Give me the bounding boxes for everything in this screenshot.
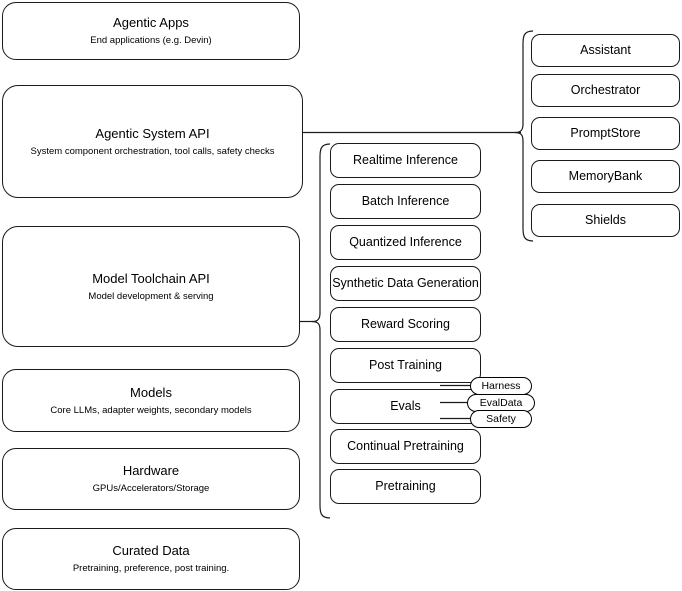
toolchain-item-post-training[interactable]: Post Training: [330, 348, 481, 383]
layer-title: Hardware: [122, 463, 180, 478]
agentic-item-memorybank[interactable]: MemoryBank: [531, 160, 680, 193]
toolchain-item-continual-pretraining[interactable]: Continual Pretraining: [330, 429, 481, 464]
toolchain-item-quantized-inference[interactable]: Quantized Inference: [330, 225, 481, 260]
layer-title: Agentic System API: [95, 125, 210, 141]
item-label: Realtime Inference: [353, 153, 458, 167]
layer-title: Curated Data: [112, 543, 190, 558]
layer-subtitle: System component orchestration, tool cal…: [30, 145, 275, 157]
item-label: Quantized Inference: [349, 235, 462, 249]
layer-box-agentic-apps[interactable]: Agentic Apps End applications (e.g. Devi…: [2, 2, 300, 60]
layer-subtitle: Core LLMs, adapter weights, secondary mo…: [50, 404, 252, 416]
layer-box-curated-data[interactable]: Curated Data Pretraining, preference, po…: [2, 528, 300, 590]
toolchain-item-evals[interactable]: Evals: [330, 389, 481, 424]
item-label: Reward Scoring: [361, 317, 450, 331]
layer-box-models[interactable]: Models Core LLMs, adapter weights, secon…: [2, 369, 300, 432]
badge-label: Harness: [481, 380, 521, 392]
toolchain-item-synthetic-data-generation[interactable]: Synthetic Data Generation: [330, 266, 481, 301]
item-label: Shields: [585, 213, 626, 227]
toolchain-item-realtime-inference[interactable]: Realtime Inference: [330, 143, 481, 178]
layer-title: Agentic Apps: [113, 15, 189, 30]
toolchain-item-pretraining[interactable]: Pretraining: [330, 469, 481, 504]
eval-badge-evaldata[interactable]: EvalData: [467, 394, 535, 412]
item-label: Orchestrator: [570, 83, 641, 97]
item-label: PromptStore: [570, 126, 641, 140]
layer-box-hardware[interactable]: Hardware GPUs/Accelerators/Storage: [2, 448, 300, 510]
item-label: Evals: [390, 399, 421, 413]
item-label: Continual Pretraining: [347, 439, 464, 453]
badge-label: EvalData: [479, 397, 523, 409]
agentic-item-orchestrator[interactable]: Orchestrator: [531, 74, 680, 107]
layer-box-model-toolchain-api[interactable]: Model Toolchain API Model development & …: [2, 226, 300, 347]
agentic-item-shields[interactable]: Shields: [531, 204, 680, 237]
agentic-item-assistant[interactable]: Assistant: [531, 34, 680, 67]
eval-badge-harness[interactable]: Harness: [470, 377, 532, 395]
item-label: Synthetic Data Generation: [332, 276, 479, 290]
layer-subtitle: GPUs/Accelerators/Storage: [92, 483, 210, 494]
layer-title: Models: [130, 384, 172, 400]
item-label: Batch Inference: [361, 194, 450, 208]
item-label: MemoryBank: [568, 169, 643, 183]
toolchain-item-batch-inference[interactable]: Batch Inference: [330, 184, 481, 219]
toolchain-item-reward-scoring[interactable]: Reward Scoring: [330, 307, 481, 342]
layer-title: Model Toolchain API: [92, 270, 210, 286]
layer-subtitle: Model development & serving: [88, 290, 214, 302]
item-label: Pretraining: [375, 479, 436, 493]
layer-subtitle: Pretraining, preference, post training.: [72, 563, 230, 574]
item-label: Post Training: [369, 358, 442, 372]
agentic-item-promptstore[interactable]: PromptStore: [531, 117, 680, 150]
eval-badge-safety[interactable]: Safety: [470, 410, 532, 428]
layer-box-agentic-system-api[interactable]: Agentic System API System component orch…: [2, 85, 303, 198]
item-label: Assistant: [580, 43, 631, 57]
badge-label: Safety: [486, 413, 516, 425]
layer-subtitle: End applications (e.g. Devin): [90, 35, 212, 46]
brace-model-toolchain-items: [311, 143, 331, 519]
